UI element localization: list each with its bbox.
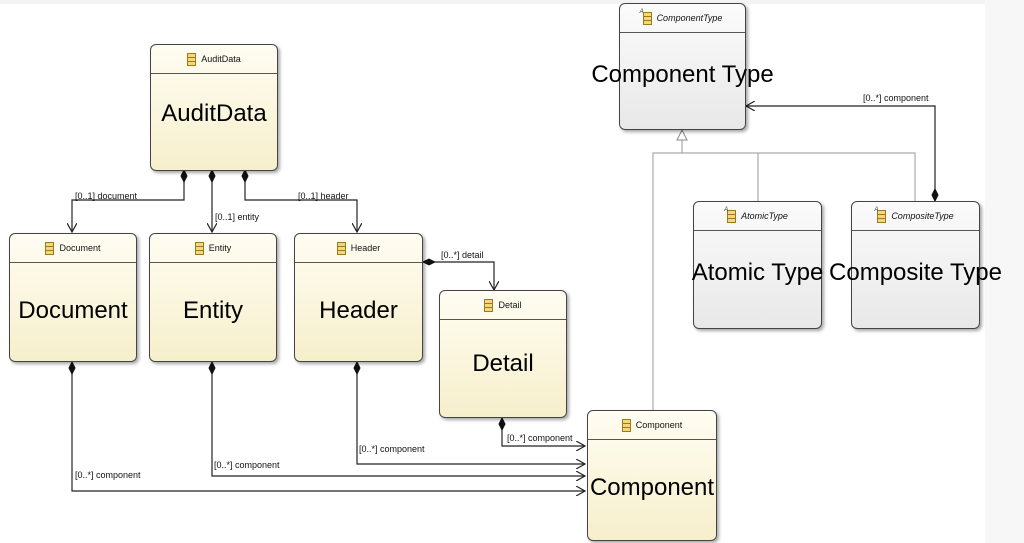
class-header[interactable]: Header Header xyxy=(294,233,423,362)
edge-label-detail-component: [0..*] component xyxy=(507,433,573,443)
scrollbar-track[interactable] xyxy=(985,0,1024,543)
class-name: Component xyxy=(589,474,715,501)
class-header-label: Header xyxy=(350,243,381,253)
edge-label-audit-header: [0..1] header xyxy=(298,191,349,201)
edge-header-detail xyxy=(423,262,494,290)
class-icon xyxy=(484,298,494,312)
edge-audit-document xyxy=(72,170,184,232)
class-name: Atomic Type xyxy=(691,259,824,286)
edge-label-entity-component: [0..*] component xyxy=(214,460,280,470)
abstract-class-icon: A xyxy=(724,207,737,223)
class-icon xyxy=(194,241,204,255)
class-detail[interactable]: Detail Detail xyxy=(439,290,567,418)
class-document[interactable]: Document Document xyxy=(9,233,137,362)
class-header-label: Entity xyxy=(208,243,232,253)
class-name: Composite Type xyxy=(829,259,1002,286)
class-name: Component Type xyxy=(591,61,774,88)
class-name: Detail xyxy=(472,350,534,377)
class-component[interactable]: Component Component xyxy=(587,410,717,541)
edge-document-component xyxy=(72,362,585,491)
class-icon xyxy=(187,52,197,66)
class-name: Header xyxy=(319,297,398,324)
class-audit-data[interactable]: AuditData AuditData xyxy=(150,44,278,171)
class-icon xyxy=(45,241,55,255)
edge-label-audit-entity: [0..1] entity xyxy=(215,212,260,222)
class-icon xyxy=(336,241,346,255)
class-composite-type[interactable]: A CompositeType Composite Type xyxy=(829,201,1002,329)
class-header-label: Detail xyxy=(498,300,522,310)
class-atomic-type[interactable]: A AtomicType Atomic Type xyxy=(691,201,824,329)
class-header-label: ComponentType xyxy=(656,13,723,23)
top-strip xyxy=(0,0,1024,4)
class-name: Document xyxy=(18,297,128,324)
edge-label-header-detail: [0..*] detail xyxy=(441,250,484,260)
class-name: Entity xyxy=(182,297,244,324)
class-icon xyxy=(621,418,631,432)
abstract-class-icon: A xyxy=(640,9,652,25)
class-header-label: AuditData xyxy=(201,54,241,64)
edge-label-composite-component: [0..*] component xyxy=(863,93,929,103)
class-component-type[interactable]: A ComponentType Component Type xyxy=(591,3,774,130)
edge-composite-component xyxy=(746,106,935,201)
edge-label-audit-document: [0..1] document xyxy=(75,191,138,201)
edge-label-document-component: [0..*] component xyxy=(75,470,141,480)
class-header-label: CompositeType xyxy=(891,211,954,221)
edge-audit-header xyxy=(245,170,357,232)
class-name: AuditData xyxy=(161,100,267,127)
class-entity[interactable]: Entity Entity xyxy=(149,233,277,362)
edge-label-header-component: [0..*] component xyxy=(359,444,425,454)
class-header-label: AtomicType xyxy=(741,211,788,221)
abstract-class-icon: A xyxy=(874,207,887,223)
class-header-label: Document xyxy=(59,243,101,253)
class-header-label: Component xyxy=(635,420,683,430)
